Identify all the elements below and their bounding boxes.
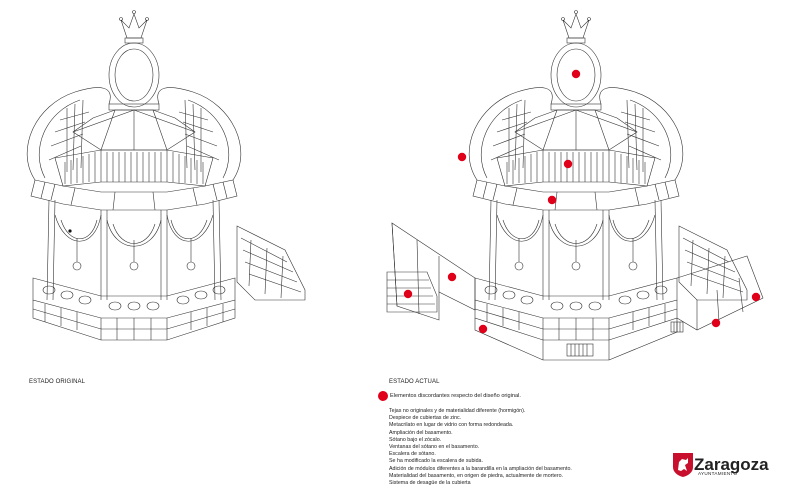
caption-original: ESTADO ORIGINAL bbox=[29, 379, 86, 385]
notes-list: Tejas no originales y de materialidad di… bbox=[389, 408, 572, 487]
note-item: Ventanas del sótano en el basamento. bbox=[389, 444, 480, 451]
note-item: Escalera de sótano. bbox=[389, 451, 436, 458]
marker-base-right bbox=[711, 318, 721, 328]
discordant-markers bbox=[403, 69, 761, 334]
marker-stair-right bbox=[751, 292, 761, 302]
logo-subtitle: AYUNTAMIENTO bbox=[698, 471, 738, 476]
kiosk-current bbox=[386, 10, 764, 361]
marker-base-left bbox=[447, 272, 457, 282]
marker-stair bbox=[403, 289, 413, 299]
note-item: Despiece de cubiertas de zinc. bbox=[389, 415, 462, 422]
marker-lantern bbox=[571, 69, 581, 79]
marker-base-front bbox=[478, 324, 488, 334]
legend-marker bbox=[378, 391, 388, 401]
note-item: Sótano bajo el zócalo. bbox=[389, 436, 442, 443]
caption-current: ESTADO ACTUAL bbox=[389, 379, 440, 385]
legend: Elementos discordantes respecto del dise… bbox=[378, 391, 521, 401]
note-item: Tejas no originales y de materialidad di… bbox=[389, 408, 526, 414]
note-item: Ampliación del basamento. bbox=[389, 429, 453, 436]
kiosk-original bbox=[26, 10, 306, 341]
note-item: Adición de módulos diferentes a la baran… bbox=[389, 465, 572, 472]
marker-dome-left bbox=[457, 152, 467, 162]
zaragoza-logo: Zaragoza bbox=[672, 452, 769, 478]
lion-shield-icon bbox=[673, 453, 693, 477]
note-item: Metacrilato en lugar de vidrio con forma… bbox=[389, 422, 514, 429]
marker-roof bbox=[563, 159, 573, 169]
legend-label: Elementos discordantes respecto del dise… bbox=[390, 393, 521, 399]
note-item: Materialidad del basamento, en origen de… bbox=[389, 472, 564, 479]
logo-name: Zaragoza bbox=[694, 455, 769, 474]
marker-eave bbox=[547, 195, 557, 205]
note-item: Sistema de desagüe de la cubierta bbox=[389, 480, 471, 487]
note-item: Se ha modificado la escalera de subida. bbox=[389, 458, 483, 465]
